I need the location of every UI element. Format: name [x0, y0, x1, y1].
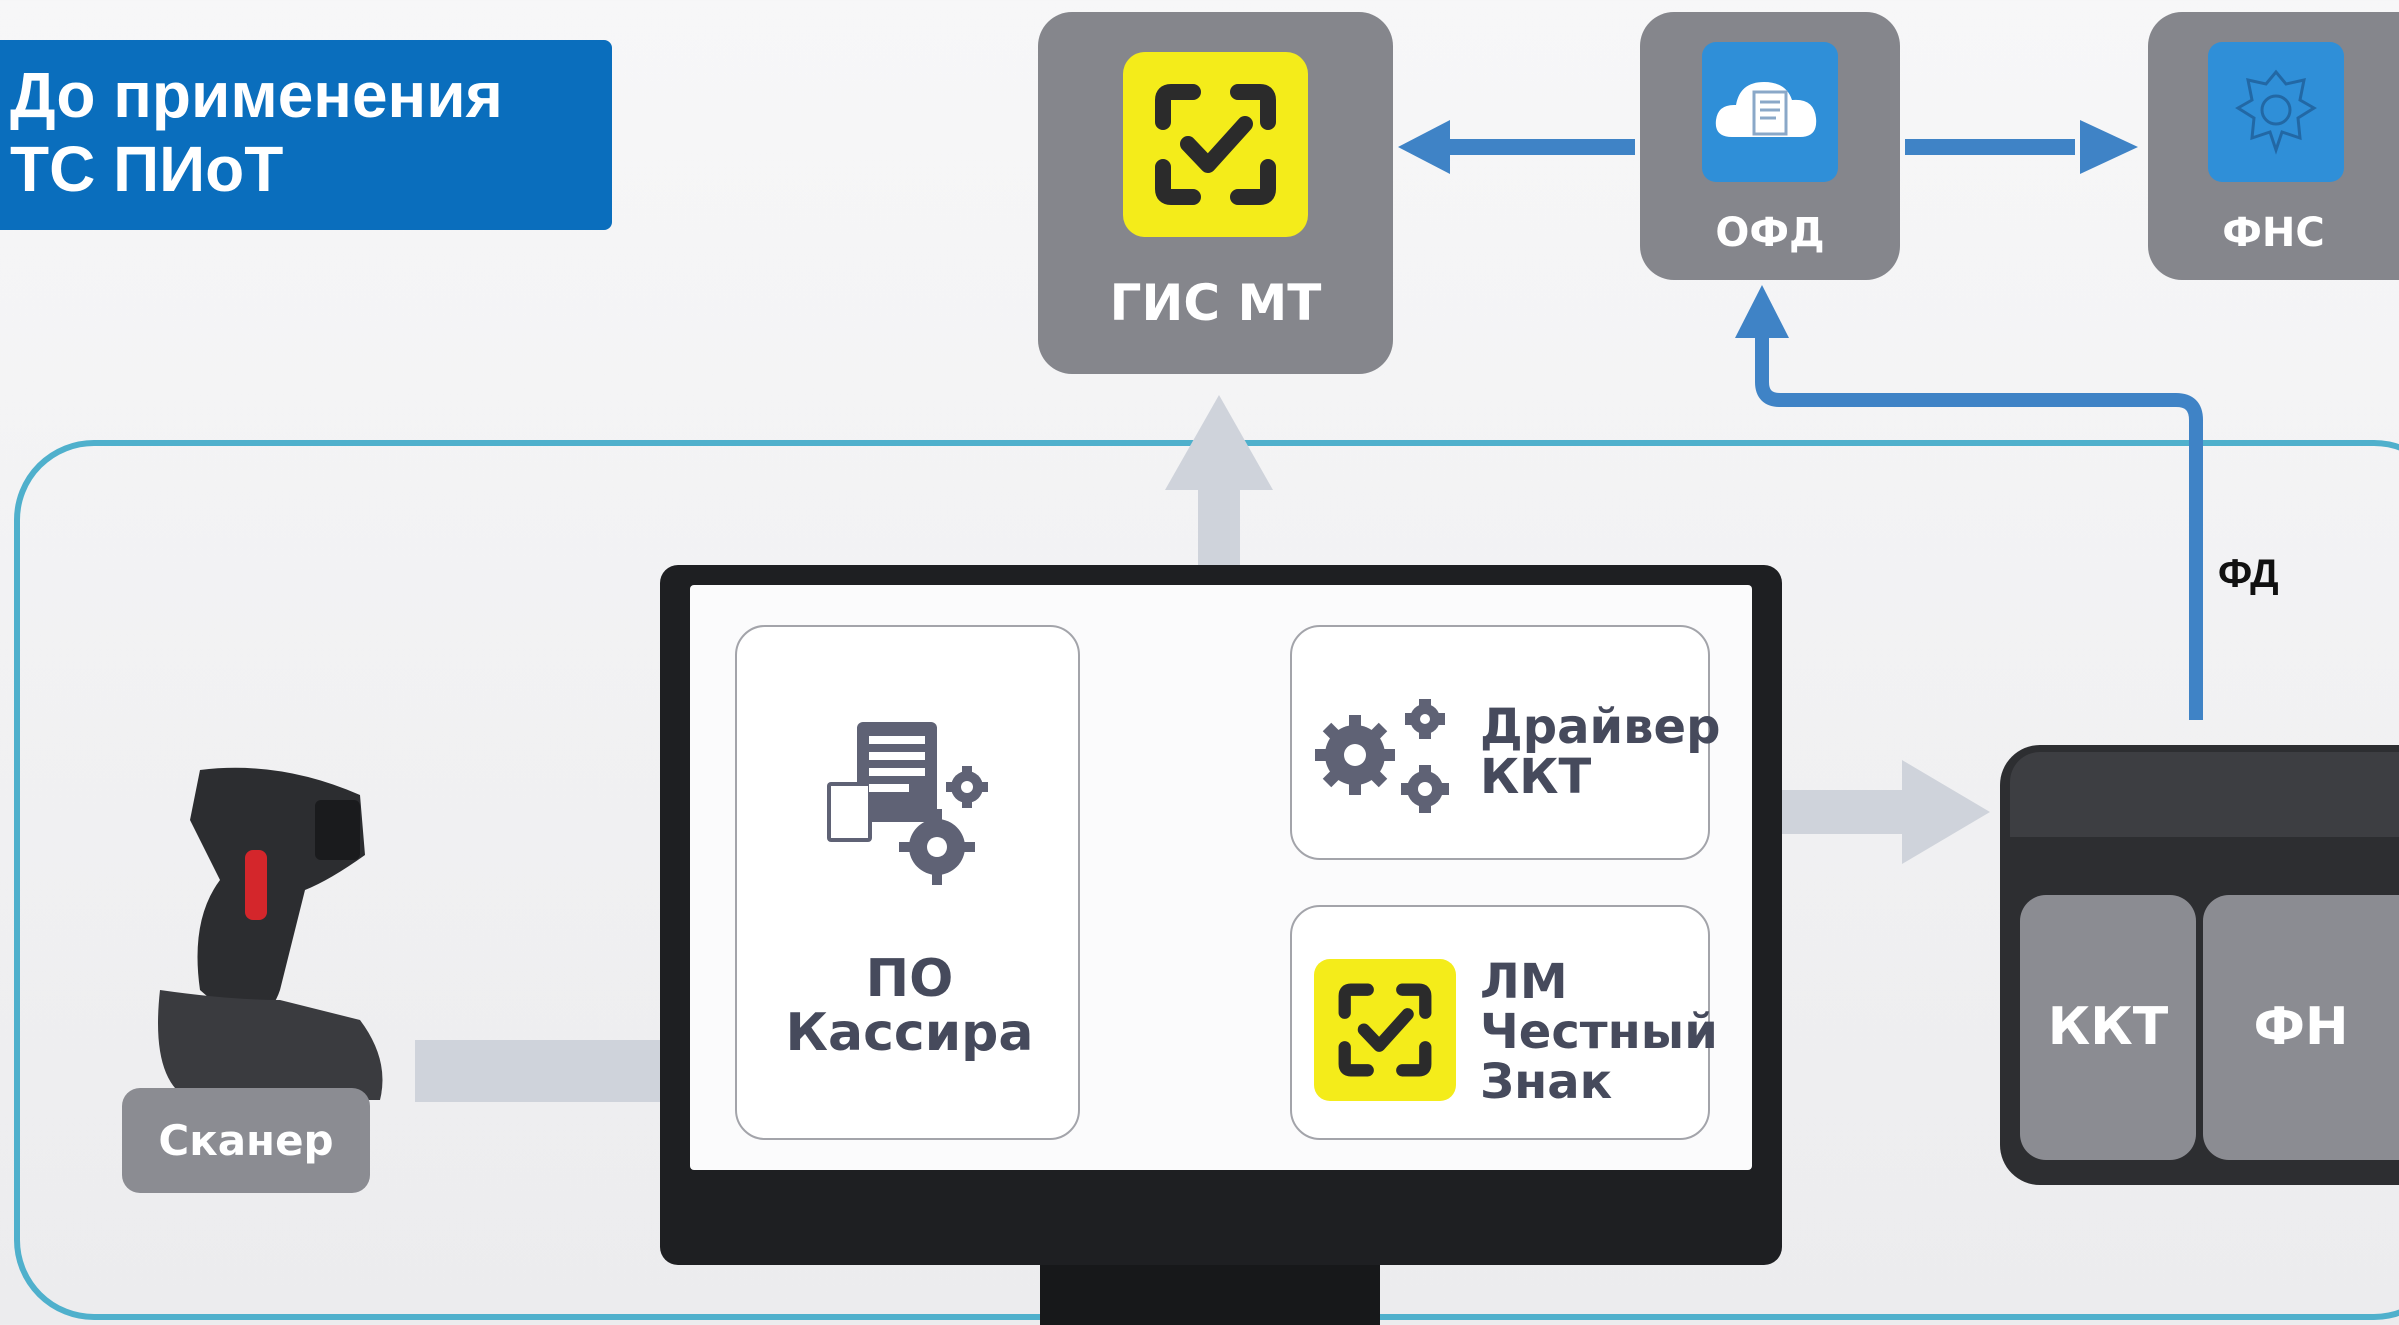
driver-label-line-1: Драйвер: [1480, 699, 1721, 755]
arrow-kkt-to-ofd-head: [1735, 285, 1789, 338]
cloud-document-icon: [1702, 42, 1838, 182]
cashier-label-line-1: ПО: [865, 949, 954, 1009]
lm-label: ЛМ Честный Знак: [1480, 957, 1718, 1107]
cashier-label-line-2: Кассира: [785, 1003, 1034, 1063]
arrow-ofd-to-fns-head: [2080, 120, 2138, 174]
monitor-stand: [1040, 1265, 1380, 1325]
arrow-ofd-to-gis-head: [1398, 120, 1450, 174]
cashier-software-card: ПО Кассира: [735, 625, 1080, 1140]
gis-mt-box: ГИС МТ: [1038, 12, 1393, 374]
ofd-box: ОФД: [1640, 12, 1900, 280]
driver-label-line-2: ККТ: [1480, 749, 1592, 805]
title-line-1: До применения: [10, 59, 503, 131]
checkmark-scan-icon: [1123, 52, 1308, 237]
arrow-ofd-to-fns-shaft: [1905, 139, 2075, 155]
fns-label: ФНС: [2222, 210, 2325, 256]
gears-icon: [1310, 697, 1460, 817]
lm-label-line-1: ЛМ: [1480, 954, 1568, 1010]
kkt-device-top: [2010, 752, 2399, 837]
arrow-scanner-cashier-shaft: [415, 1040, 695, 1102]
scanner-label: Сканер: [122, 1088, 370, 1193]
lm-chestny-znak-card: ЛМ Честный Знак: [1290, 905, 1718, 1140]
arrow-ofd-to-gis-shaft: [1440, 139, 1635, 155]
receipt-gear-icon: [817, 712, 992, 887]
fn-label: ФН: [2203, 895, 2399, 1160]
checkmark-scan-icon: [1314, 959, 1456, 1101]
fd-label: ФД: [2218, 552, 2279, 596]
fns-box: ФНС: [2148, 12, 2399, 280]
coat-of-arms-icon: [2208, 42, 2344, 182]
diagram-title: До применения ТС ПИоТ: [0, 40, 612, 230]
driver-kkt-label: Драйвер ККТ: [1480, 702, 1720, 802]
arrow-driver-kkt-head: [1902, 760, 1990, 864]
driver-kkt-card: Драйвер ККТ: [1290, 625, 1720, 860]
lm-label-line-3: Знак: [1480, 1054, 1613, 1110]
lm-label-line-2: Честный: [1480, 1004, 1718, 1060]
title-line-2: ТС ПИоТ: [10, 133, 284, 205]
arrow-to-gis-head: [1165, 395, 1273, 490]
kkt-label: ККТ: [2020, 895, 2196, 1160]
cashier-software-label: ПО Кассира: [737, 952, 1082, 1060]
scanner-illustration: [158, 767, 383, 1100]
arrow-kkt-to-ofd-line: [1755, 330, 2203, 720]
ofd-label: ОФД: [1715, 210, 1825, 256]
gis-mt-label: ГИС МТ: [1109, 274, 1322, 332]
